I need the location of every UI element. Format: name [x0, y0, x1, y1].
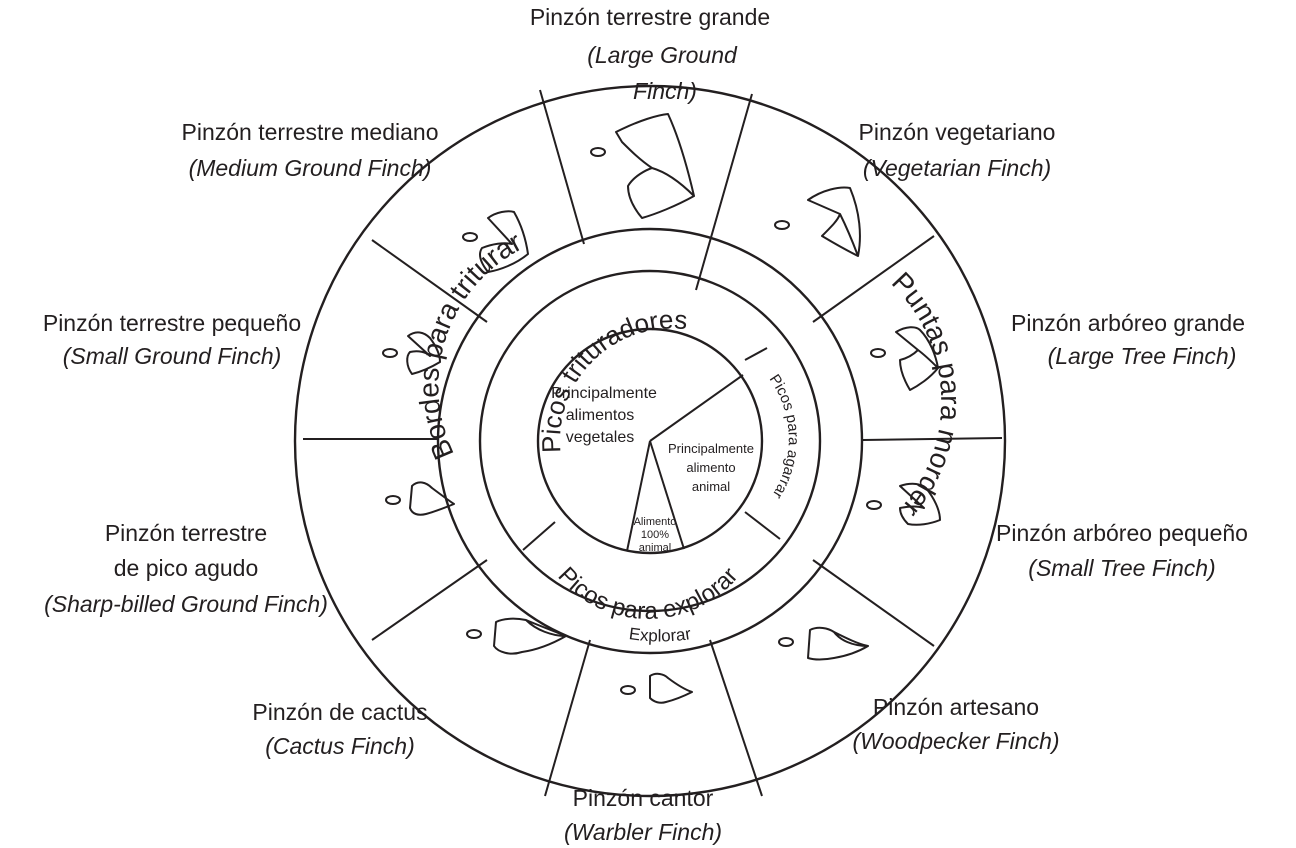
- divider-line: [710, 640, 762, 796]
- svg-text:Pinzón vegetariano: Pinzón vegetariano: [859, 119, 1056, 145]
- divider-line: [696, 94, 752, 290]
- svg-text:(Warbler Finch): (Warbler Finch): [564, 819, 722, 845]
- divider-line: [540, 90, 584, 244]
- svg-text:Pinzón artesano: Pinzón artesano: [873, 694, 1039, 720]
- divider-line: [545, 640, 590, 796]
- label-small-ground: Pinzón terrestre pequeño (Small Ground F…: [43, 310, 301, 369]
- center-plant-line2: alimentos: [566, 407, 634, 424]
- svg-text:Finch): Finch): [633, 78, 697, 104]
- svg-text:Pinzón cantor: Pinzón cantor: [573, 785, 714, 811]
- label-cactus: Pinzón de cactus (Cactus Finch): [252, 699, 427, 759]
- svg-text:(Large Tree Finch): (Large Tree Finch): [1048, 343, 1237, 369]
- band-bottom-label: Explorar: [628, 624, 693, 645]
- svg-text:Pinzón de cactus: Pinzón de cactus: [252, 699, 427, 725]
- inner-divider-line: [523, 522, 555, 550]
- svg-text:Pinzón arbóreo pequeño: Pinzón arbóreo pequeño: [996, 520, 1248, 546]
- label-warbler: Pinzón cantor (Warbler Finch): [564, 785, 722, 845]
- center-full-animal-line3: animal: [639, 542, 671, 554]
- label-sharp-billed: Pinzón terrestre de pico agudo (Sharp-bi…: [44, 520, 328, 617]
- inner-right-ring-label: Picos para agarrar: [766, 371, 802, 501]
- beak-icon-warbler: [621, 674, 692, 703]
- beak-icon-woodpecker: [779, 628, 868, 660]
- svg-text:Pinzón terrestre mediano: Pinzón terrestre mediano: [182, 119, 439, 145]
- center-plant-line1: Principalmente: [551, 385, 657, 402]
- outer-right-ring-label: Puntas para morder: [886, 266, 966, 523]
- wedge-line: [650, 375, 743, 441]
- label-medium-ground: Pinzón terrestre mediano (Medium Ground …: [182, 119, 439, 181]
- beak-icon-large-ground: [591, 114, 694, 218]
- svg-text:de pico agudo: de pico agudo: [114, 555, 259, 581]
- svg-text:(Small Tree Finch): (Small Tree Finch): [1028, 555, 1215, 581]
- svg-text:(Medium Ground Finch): (Medium Ground Finch): [189, 155, 432, 181]
- beak-icon-vegetarian: [775, 188, 860, 257]
- svg-text:Pinzón terrestre pequeño: Pinzón terrestre pequeño: [43, 310, 301, 336]
- divider-line: [372, 560, 487, 640]
- center-plant-line3: vegetales: [566, 429, 635, 446]
- svg-text:(Sharp-billed Ground Finch): (Sharp-billed Ground Finch): [44, 591, 328, 617]
- inner-bottom-ring-label: Picos para explorar: [553, 562, 744, 625]
- svg-text:(Large Ground: (Large Ground: [587, 42, 738, 68]
- label-large-tree: Pinzón arbóreo grande (Large Tree Finch): [1011, 310, 1245, 369]
- svg-text:(Small Ground Finch): (Small Ground Finch): [63, 343, 282, 369]
- svg-text:(Woodpecker Finch): (Woodpecker Finch): [852, 728, 1059, 754]
- svg-text:Pinzón terrestre grande: Pinzón terrestre grande: [530, 4, 770, 30]
- svg-text:Pinzón terrestre: Pinzón terrestre: [105, 520, 267, 546]
- center-animal-line3: animal: [692, 479, 730, 494]
- label-large-ground: Pinzón terrestre grande (Large Ground Fi…: [530, 4, 770, 104]
- beak-icon-cactus: [467, 619, 566, 654]
- svg-text:(Vegetarian Finch): (Vegetarian Finch): [863, 155, 1051, 181]
- center-animal-line2: alimento: [686, 460, 735, 475]
- label-woodpecker: Pinzón artesano (Woodpecker Finch): [852, 694, 1059, 754]
- label-vegetarian: Pinzón vegetariano (Vegetarian Finch): [859, 119, 1056, 181]
- inner-divider-line: [745, 348, 767, 360]
- label-small-tree: Pinzón arbóreo pequeño (Small Tree Finch…: [996, 520, 1248, 581]
- svg-text:Pinzón arbóreo grande: Pinzón arbóreo grande: [1011, 310, 1245, 336]
- center-full-animal-line2: 100%: [641, 529, 669, 541]
- divider-line: [813, 560, 934, 646]
- inner-divider-line: [745, 512, 780, 539]
- center-full-animal-line1: Alimento: [634, 516, 677, 528]
- center-animal-line1: Principalmente: [668, 441, 754, 456]
- svg-text:(Cactus Finch): (Cactus Finch): [265, 733, 415, 759]
